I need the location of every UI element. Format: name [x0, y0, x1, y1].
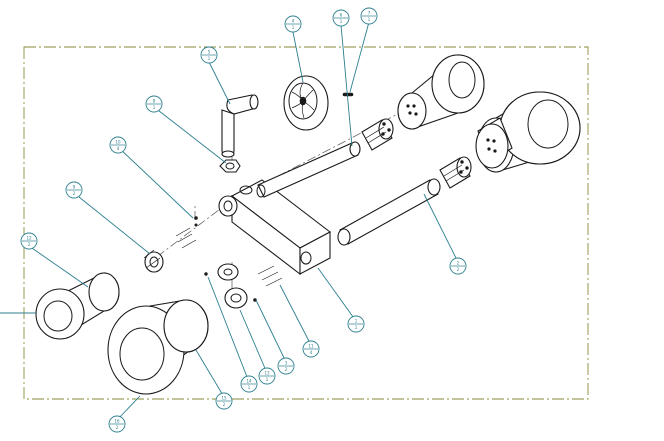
screw-cluster-left-part	[175, 216, 198, 249]
lower-spline-hub-part	[439, 156, 472, 189]
item-balloon-b12: 32	[277, 357, 295, 375]
item-balloon-b2: 61	[332, 9, 350, 27]
item-balloon-b5: 81	[145, 95, 163, 113]
balloon-item-number: 11	[308, 344, 314, 349]
balloon-quantity: 4	[117, 146, 120, 151]
balloon-item-number: 9	[73, 185, 76, 190]
balloon-item-number: 10	[115, 140, 121, 145]
balloon-quantity: 4	[310, 350, 313, 355]
lower-right-wheel-part	[475, 91, 581, 173]
item-balloon-b3: 71	[360, 7, 378, 25]
item-balloon-b4: 51	[200, 46, 218, 64]
balloon-quantity: 1	[208, 56, 211, 61]
lower-left-small-wheel-part	[35, 272, 120, 340]
balloon-item-number: 8	[153, 99, 156, 104]
balloon-item-number: 6	[340, 13, 343, 18]
balloon-item-number: 12	[26, 236, 32, 241]
crank-elbow-part	[221, 94, 259, 158]
retaining-pin-part	[342, 92, 354, 97]
balloon-quantity: 2	[28, 242, 31, 247]
balloon-quantity: 2	[457, 267, 460, 272]
balloon-item-number: 15	[221, 396, 227, 401]
item-balloon-b1: 41	[284, 15, 302, 33]
upper-axle-shaft-part	[256, 141, 361, 198]
balloon-quantity: 2	[285, 367, 288, 372]
lower-center-large-wheel-part	[107, 299, 209, 395]
balloon-quantity: 1	[153, 105, 156, 110]
balloon-item-number: 16	[114, 419, 120, 424]
lower-axle-shaft-part	[337, 178, 441, 246]
balloon-quantity: 2	[223, 402, 226, 407]
balloon-item-number: 3	[285, 361, 288, 366]
balloon-quantity: 1	[248, 385, 251, 390]
balloon-item-number: 13	[264, 371, 270, 376]
fan-pulley-disc-part	[283, 75, 329, 131]
left-collar-part	[143, 249, 164, 273]
item-balloon-b15: 152	[215, 392, 233, 410]
balloon-item-number: 7	[368, 11, 371, 16]
item-balloon-b10: 11	[347, 315, 365, 333]
balloon-quantity: 2	[116, 425, 119, 430]
upper-spline-hub-part	[361, 118, 394, 151]
hex-nut-upper-part	[219, 159, 241, 173]
leader-lines	[0, 21, 459, 421]
balloon-item-number: 2	[457, 261, 460, 266]
balloon-quantity: 1	[368, 17, 371, 22]
pivot-boss-part	[218, 195, 238, 217]
balloon-quantity: 1	[340, 19, 343, 24]
balloon-quantity: 2	[73, 191, 76, 196]
balloon-item-number: 4	[292, 19, 295, 24]
upper-right-wheel-part	[397, 53, 485, 130]
item-balloon-b13: 131	[258, 367, 276, 385]
sheet-border	[23, 46, 589, 400]
balloon-quantity: 1	[355, 325, 358, 330]
balloon-quantity: 1	[266, 377, 269, 382]
balloon-item-number: 14	[246, 379, 252, 384]
main-beam-part	[230, 179, 332, 276]
item-balloon-b6: 104	[109, 136, 127, 154]
item-balloon-b16: 162	[108, 415, 126, 433]
balloon-quantity: 1	[292, 25, 295, 30]
item-balloon-b9: 22	[449, 257, 467, 275]
item-balloon-b8: 122	[20, 232, 38, 250]
item-balloon-b7: 92	[65, 181, 83, 199]
item-balloon-b14: 141	[240, 375, 258, 393]
screw-cluster-right-part	[253, 265, 283, 302]
lower-pivot-nut-part	[204, 263, 248, 309]
balloon-item-number: 1	[355, 319, 358, 324]
item-balloon-b11: 114	[302, 340, 320, 358]
balloon-item-number: 5	[208, 50, 211, 55]
